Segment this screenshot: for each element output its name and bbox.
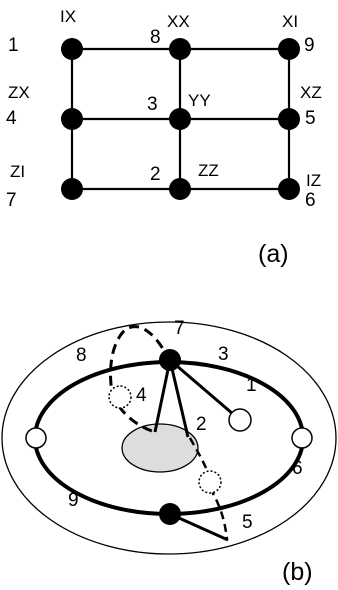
edge-label: 2 <box>196 414 207 435</box>
dotted-marker <box>198 470 222 494</box>
pauli-label: ZZ <box>198 161 219 180</box>
graph-node <box>61 108 83 130</box>
graph-node <box>61 38 83 60</box>
edge-label: 7 <box>174 318 185 339</box>
vertex-top <box>159 349 181 371</box>
node-number: 5 <box>305 108 316 129</box>
edge-label: 3 <box>218 344 229 365</box>
panel-b: 8 7 3 4 1 2 6 9 5 (b) <box>1 318 337 586</box>
node-number: 9 <box>304 35 315 56</box>
dashed-path-upper <box>109 325 172 433</box>
graph-node <box>169 38 191 60</box>
graph-node <box>278 108 300 130</box>
edge-to-1 <box>169 358 241 422</box>
boundary-marker <box>25 427 47 449</box>
edge-label: 6 <box>292 458 303 479</box>
edge-label: 4 <box>136 385 147 406</box>
node-number: 1 <box>8 35 19 56</box>
pauli-label: XZ <box>300 83 322 102</box>
edge-label: 8 <box>76 345 87 366</box>
dotted-marker <box>108 385 132 409</box>
pauli-label: XI <box>282 12 298 31</box>
boundary-marker <box>291 427 313 449</box>
graph-node <box>61 178 83 200</box>
node-number: 3 <box>147 94 158 115</box>
outer-surface <box>1 321 337 555</box>
edge-to-hole <box>153 359 172 433</box>
pauli-label: ZI <box>10 162 25 181</box>
node-number: 7 <box>6 190 17 211</box>
graph-node <box>278 178 300 200</box>
edge-label: 9 <box>68 490 79 511</box>
pauli-label: YY <box>188 91 211 110</box>
node-number: 4 <box>6 108 17 129</box>
pauli-label: ZX <box>8 83 30 102</box>
edge-label: 1 <box>246 375 257 396</box>
graph-node <box>278 38 300 60</box>
pauli-label: XX <box>167 12 190 31</box>
vertex-bottom <box>159 503 181 525</box>
panel-a: 1 8 9 4 3 5 7 2 6 IX XX XI ZX YY XZ ZI Z… <box>6 7 322 268</box>
node-number: 2 <box>150 164 161 185</box>
graph-node <box>169 108 191 130</box>
pauli-label: IX <box>60 7 76 26</box>
panel-caption: (b) <box>282 558 313 586</box>
edge-to-2 <box>168 359 190 438</box>
torus-hole <box>121 423 199 473</box>
edge-label: 5 <box>242 512 253 533</box>
node-number: 8 <box>150 27 161 48</box>
edge-end-marker <box>228 408 252 432</box>
node-number: 6 <box>305 190 316 211</box>
graph-node <box>169 178 191 200</box>
panel-caption: (a) <box>258 240 289 268</box>
pauli-label: IZ <box>306 171 321 190</box>
